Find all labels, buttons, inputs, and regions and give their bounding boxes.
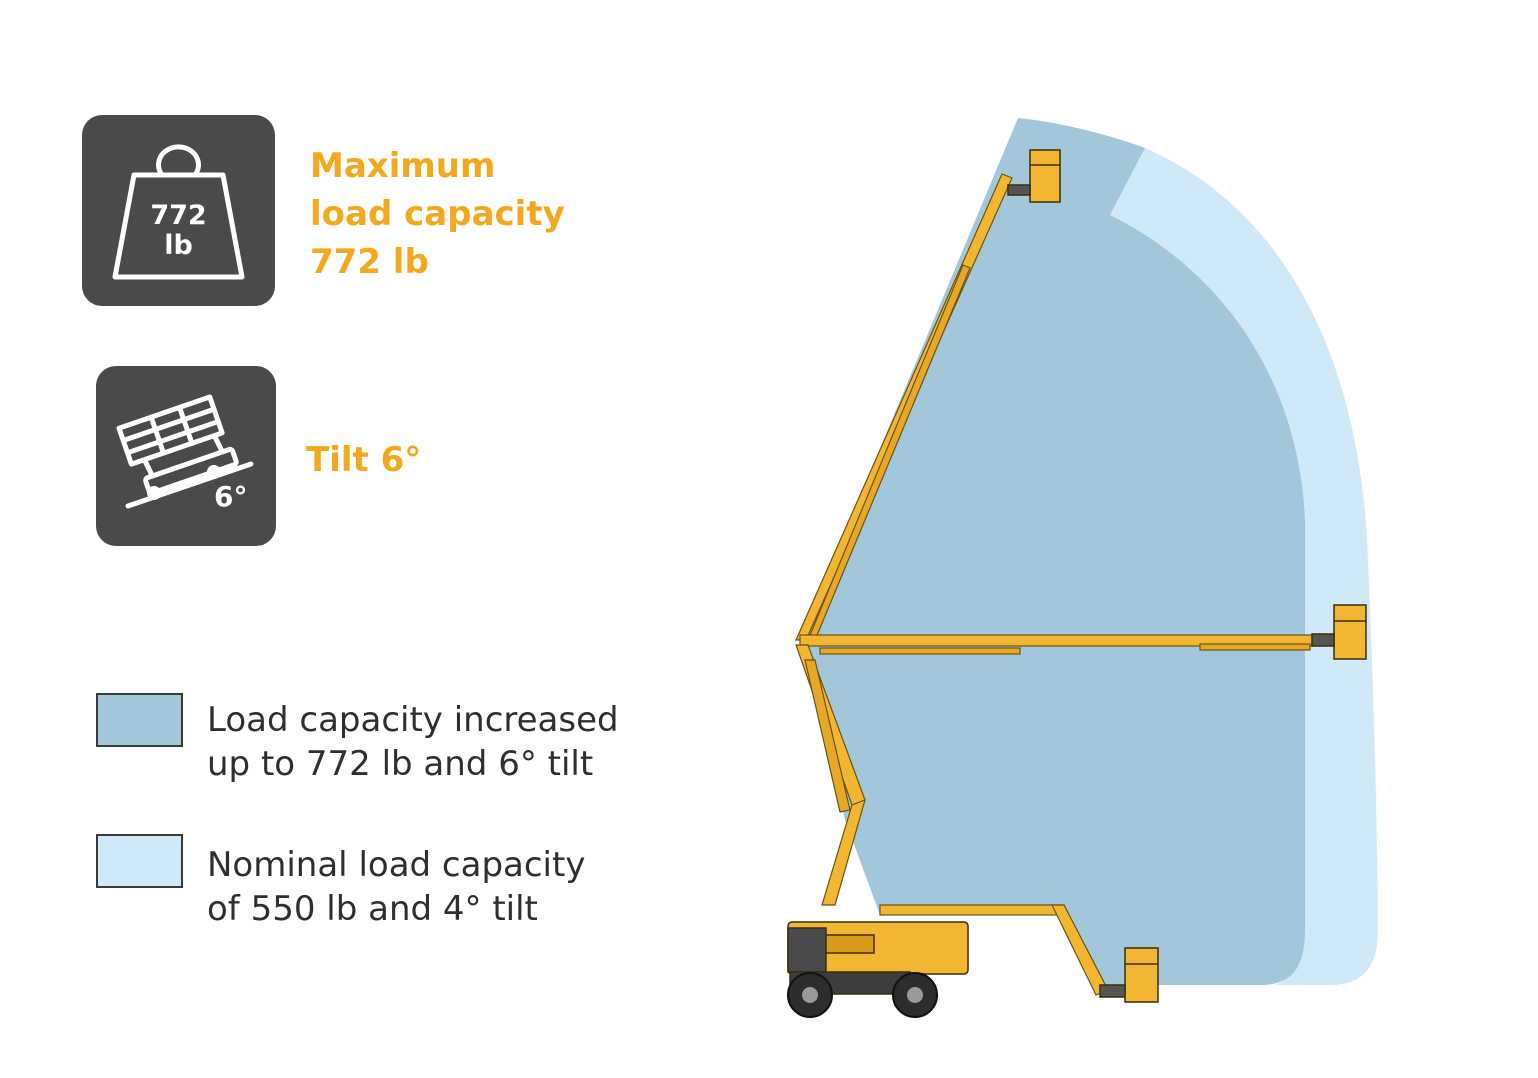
tilt-title: Tilt 6° — [306, 440, 422, 480]
legend-increased-line-1: Load capacity increased — [207, 700, 619, 740]
tilt-icon: 6° — [96, 366, 276, 546]
legend-swatch-increased — [96, 693, 183, 747]
nominal-zone — [1110, 148, 1378, 985]
max-load-line-2: load capacity — [310, 194, 565, 234]
weight-icon-value: 772 — [150, 200, 207, 231]
legend-item-nominal: Nominal load capacity of 550 lb and 4° t… — [207, 843, 585, 931]
platform-top — [1007, 149, 1061, 203]
max-load-title: Maximum load capacity 772 lb — [310, 142, 565, 286]
legend-swatch-nominal — [96, 834, 183, 888]
increased-zone — [800, 118, 1305, 985]
weight-icon: 772 lb — [82, 115, 275, 306]
tilt-icon-label: 6° — [214, 480, 248, 513]
platform-middle — [1311, 604, 1367, 660]
platform-bottom — [1099, 947, 1159, 1003]
weight-icon-unit: lb — [164, 230, 193, 261]
working-envelope-diagram — [787, 118, 1378, 1018]
tilted-platform-icon — [116, 394, 254, 509]
max-load-line-1: Maximum — [310, 146, 496, 186]
legend-item-increased: Load capacity increased up to 772 lb and… — [207, 698, 619, 786]
legend-nominal-line-1: Nominal load capacity — [207, 845, 586, 885]
legend-increased-line-2: up to 772 lb and 6° tilt — [207, 744, 594, 784]
lift-boom — [795, 173, 1313, 996]
legend-nominal-line-2: of 550 lb and 4° tilt — [207, 889, 538, 929]
weight-outline-icon — [112, 144, 245, 280]
max-load-line-3: 772 lb — [310, 242, 429, 282]
